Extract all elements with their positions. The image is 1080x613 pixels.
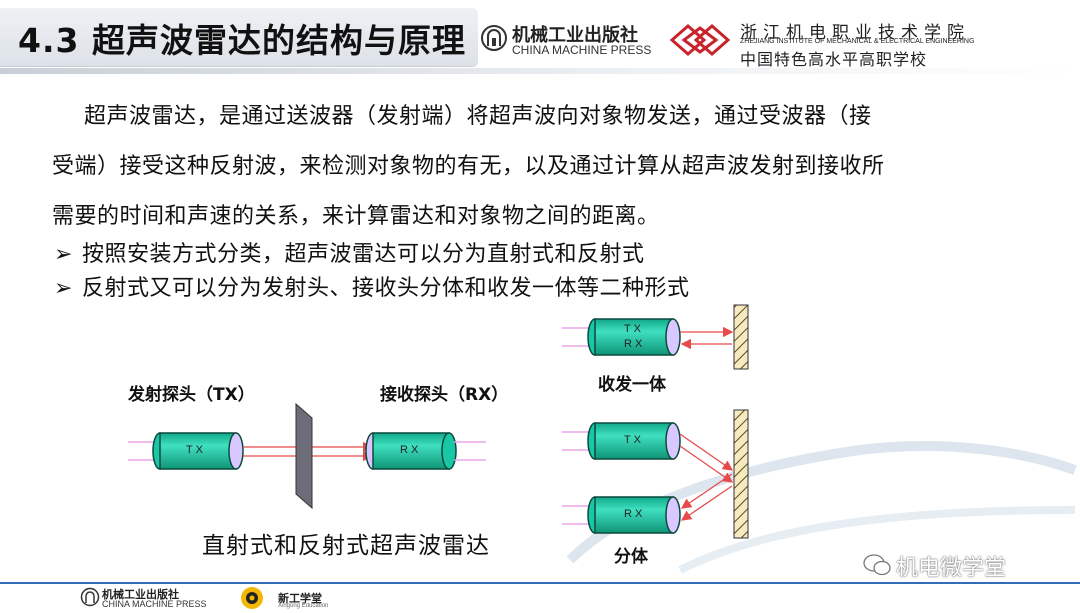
split-beams [679,433,734,521]
footer-line [0,582,1080,584]
press-logo-icon [481,25,507,51]
footer-press-logo-icon [80,587,100,607]
footer-press-name-en: CHINA MACHINE PRESS [102,599,207,609]
split-rx-sensor [587,496,681,534]
school-name-en: ZHEJIANG INSTITUTE OF MECHANICAL & ELECT… [740,38,975,45]
title-box [0,8,478,66]
rx-text: R X [400,444,419,456]
footer-edu-name-en: Xingong Education [278,603,329,609]
diagram-caption: 直射式和反射式超声波雷达 [202,533,490,559]
tx-wires [128,441,158,461]
paragraph-line-3: 需要的时间和声速的关系，来计算雷达和对象物之间的距离。 [52,204,660,229]
school-name: 浙江机电职业技术学院 [740,23,970,43]
integrated-rx-text: R X [624,338,643,350]
split-rx-text: R X [624,508,643,520]
bullet-item: ➢ 按照安装方式分类，超声波雷达可以分为直射式和反射式 [54,236,645,268]
arrow-bullet-icon: ➢ [54,276,73,301]
obstacle-plate [295,402,313,510]
tx-sensor [152,432,244,470]
tx-text: T X [186,444,203,456]
footer-edu-name: 新工学堂 [278,592,322,605]
integrated-beams [680,326,734,350]
school-logo-icon [669,24,731,56]
split-rx-wires [562,505,592,525]
integrated-wires [562,327,592,347]
split-tx-sensor [587,422,681,460]
paragraph-line-1: 超声波雷达，是通过送波器（发射端）将超声波向对象物发送，通过受波器（接 [84,104,872,129]
page-title: 4.3 超声波雷达的结构与原理 [18,21,466,60]
wechat-icon [863,554,891,576]
rx-wires [454,441,486,461]
integrated-sensor [587,318,681,356]
split-reflector [733,409,749,539]
press-name: 机械工业出版社 [512,25,638,46]
integrated-tx-text: T X [624,323,641,335]
integrated-label: 收发一体 [598,375,666,395]
split-tx-text: T X [624,434,641,446]
split-label: 分体 [614,547,648,567]
split-tx-wires [562,431,592,451]
press-name-en: CHINA MACHINE PRESS [512,43,652,57]
bullet-item: ➢ 反射式又可以分为发射头、接收头分体和收发一体等二种形式 [54,270,690,302]
footer-press-name: 机械工业出版社 [102,588,179,601]
school-slogan: 中国特色高水平高职学校 [740,50,928,69]
rx-probe-label: 接收探头（RX） [380,385,509,405]
paragraph-line-2: 受端）接受这种反射波，来检测对象物的有无，以及通过计算从超声波发射到接收所 [52,154,885,179]
footer-edu-logo-icon [241,587,263,609]
rx-sensor [365,432,457,470]
arrow-bullet-icon: ➢ [54,242,73,267]
watermark: 机电微学堂 [896,556,1007,581]
bullet-text: 按照安装方式分类，超声波雷达可以分为直射式和反射式 [82,242,645,267]
bullet-text: 反射式又可以分为发射头、接收头分体和收发一体等二种形式 [82,276,690,301]
integrated-reflector [733,304,749,370]
header-band [0,68,1080,74]
tx-probe-label: 发射探头（TX） [128,385,255,405]
